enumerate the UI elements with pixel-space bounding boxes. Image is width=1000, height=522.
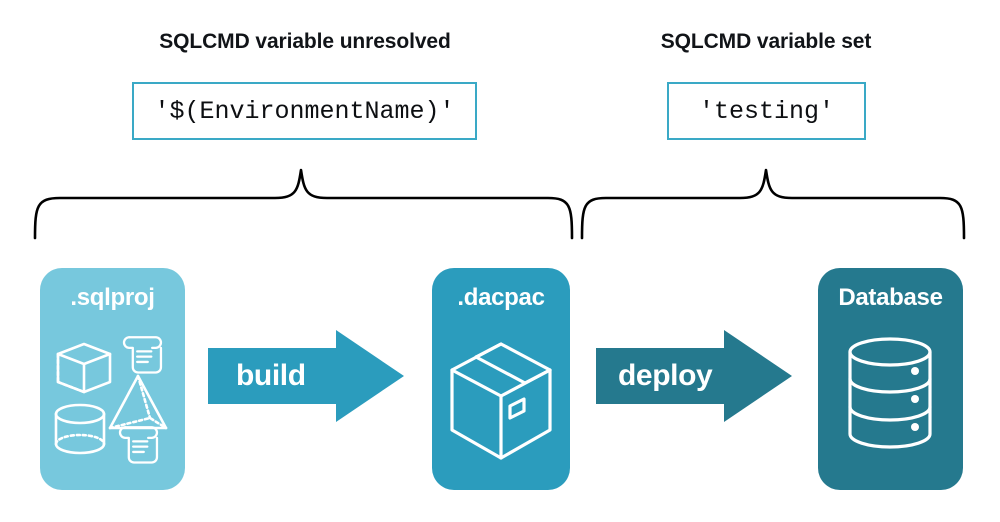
scroll-icon [118,426,159,464]
database-cylinder-icon [848,337,932,449]
arrow-build-icon [208,330,404,422]
scroll-icon [122,336,163,374]
brace-group [33,168,966,240]
database-icon-wrap [818,318,963,482]
caption-sqlcmd-set: SQLCMD variable set [660,30,872,53]
sqlproj-icons-svg [54,336,168,464]
brace-right-icon [580,168,966,240]
stage-label-database: Database [838,284,943,311]
caption-sqlcmd-unresolved: SQLCMD variable unresolved [159,30,451,53]
package-box-icon [450,342,552,460]
stage-label-dacpac: .dacpac [457,284,545,311]
stage-box-dacpac: .dacpac [432,268,570,490]
value-box-unresolved: '$(EnvironmentName)' [132,82,477,140]
stage-box-database: Database [818,268,963,490]
pyramid-icon [108,374,168,430]
arrow-deploy: deploy [596,330,792,422]
cylinder-icon [54,403,106,455]
brace-left-icon [33,168,574,240]
stage-box-sqlproj: .sqlproj [40,268,185,490]
value-box-resolved: 'testing' [667,82,866,140]
cube-icon [56,342,112,394]
arrow-deploy-icon [596,330,792,422]
dacpac-icon-wrap [432,318,570,482]
stage-label-sqlproj: .sqlproj [70,284,155,311]
sqlproj-icon-cluster [40,318,185,482]
arrow-build: build [208,330,404,422]
